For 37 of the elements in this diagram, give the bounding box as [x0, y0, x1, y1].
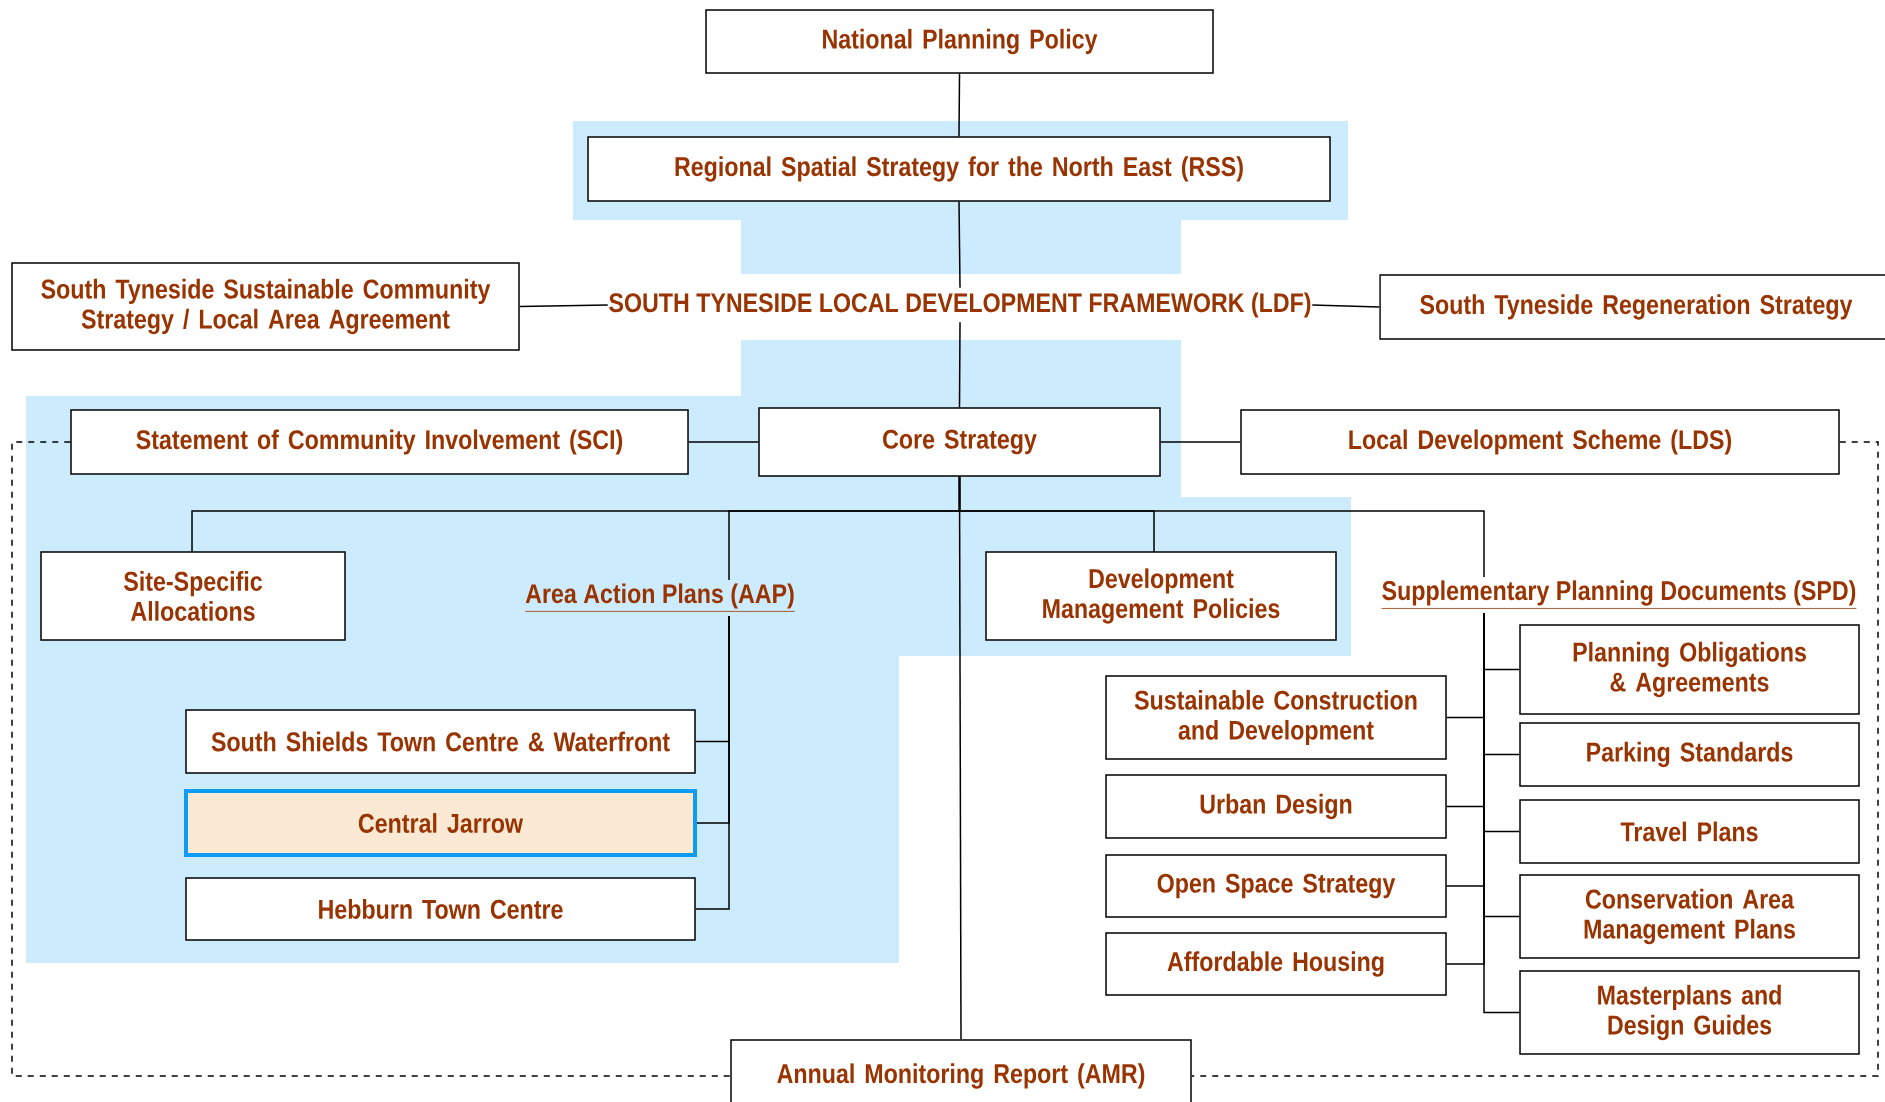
connector-line	[1483, 612, 1520, 1014]
connector-line	[695, 615, 730, 910]
document-box: Annual Monitoring Report (AMR)	[730, 1039, 1192, 1102]
connector-line	[958, 201, 961, 289]
document-box: Sustainable Construction and Development	[1105, 675, 1447, 760]
document-box: South Shields Town Centre & Waterfront	[185, 709, 696, 774]
framework-heading: SOUTH TYNESIDE LOCAL DEVELOPMENT FRAMEWORK (LDF)	[609, 292, 1311, 318]
document-box: National Planning Policy	[705, 9, 1214, 74]
connector-line	[958, 73, 961, 137]
document-box: Development Management Policies	[985, 551, 1337, 641]
document-box: Affordable Housing	[1105, 932, 1447, 996]
highlighted-box: Central Jarrow	[184, 789, 697, 857]
document-box: Planning Obligations & Agreements	[1519, 624, 1860, 715]
connector-line	[1160, 441, 1241, 443]
document-box: Site-Specific Allocations	[40, 551, 346, 641]
connector-line	[958, 321, 961, 408]
document-box: Conservation Area Management Plans	[1519, 874, 1860, 959]
document-box: South Tyneside Sustainable Community Strategy / Local Area Agreement	[11, 262, 520, 351]
connector-line	[1191, 441, 1879, 1077]
document-box: Local Development Scheme (LDS)	[1240, 409, 1840, 475]
connector-line	[688, 441, 759, 443]
document-box: Masterplans and Design Guides	[1519, 970, 1860, 1055]
connector-line	[519, 304, 609, 308]
document-box: Core Strategy	[758, 407, 1161, 477]
group-heading: Supplementary Planning Documents (SPD)	[1381, 580, 1857, 609]
connector-line	[958, 476, 962, 1040]
connector-line	[11, 441, 731, 1077]
document-box: Travel Plans	[1519, 799, 1860, 864]
document-box: Statement of Community Involvement (SCI)	[70, 409, 689, 475]
document-box: Regional Spatial Strategy for the North East (RSS)	[587, 136, 1331, 202]
document-box: Hebburn Town Centre	[185, 877, 696, 941]
document-box: Open Space Strategy	[1105, 854, 1447, 918]
document-box: South Tyneside Regeneration Strategy	[1379, 274, 1885, 340]
document-box: Parking Standards	[1519, 722, 1860, 787]
connector-line	[1311, 304, 1380, 308]
document-box: Urban Design	[1105, 774, 1447, 839]
group-heading: Area Action Plans (AAP)	[524, 583, 796, 612]
